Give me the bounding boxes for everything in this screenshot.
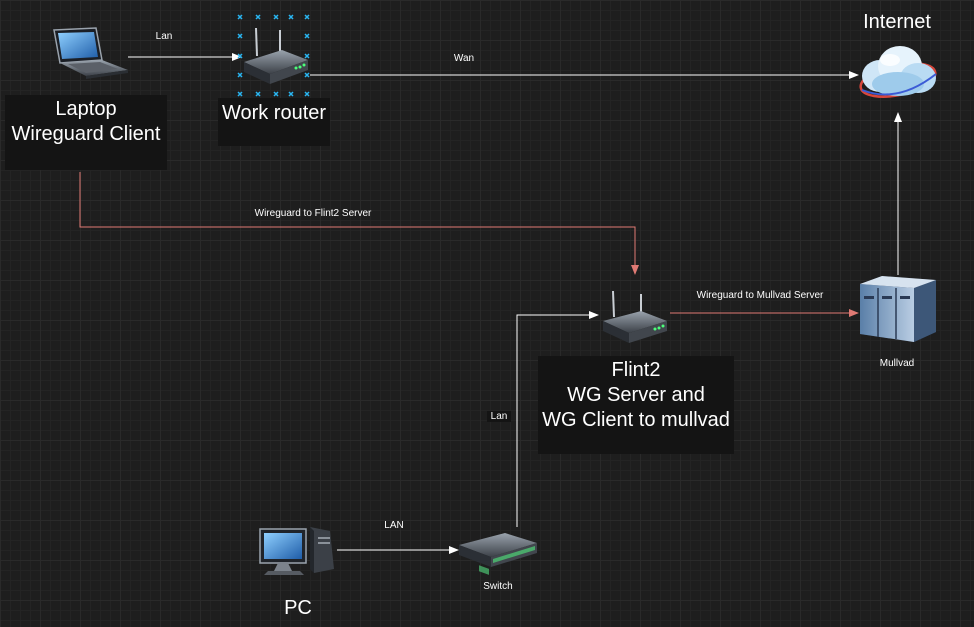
internet-cloud-icon[interactable] — [858, 46, 939, 103]
edge-label-laptop-router: Lan — [155, 31, 173, 42]
connectors — [79, 53, 902, 554]
laptop-icon[interactable] — [53, 27, 128, 79]
node-label-work-router: Work router — [218, 98, 330, 146]
flint2-router-icon[interactable] — [603, 290, 667, 343]
edge-label-pc-switch: LAN — [384, 520, 404, 531]
node-label-pc: PC — [284, 597, 312, 619]
selection-handles — [237, 14, 310, 97]
mullvad-server-icon[interactable] — [860, 276, 936, 342]
edge-label-switch-flint2: Lan — [487, 411, 511, 422]
edge-label-router-internet: Wan — [453, 53, 475, 64]
node-label-laptop: Laptop Wireguard Client — [5, 95, 167, 170]
pc-icon[interactable] — [259, 527, 334, 575]
node-label-switch: Switch — [483, 581, 513, 592]
node-label-internet: Internet — [863, 11, 931, 33]
router-icon[interactable] — [244, 27, 308, 84]
edge-switch-flint2[interactable] — [516, 311, 599, 527]
edge-label-flint2-mullvad: Wireguard to Mullvad Server — [696, 290, 824, 301]
switch-icon[interactable] — [459, 533, 537, 575]
node-label-mullvad: Mullvad — [879, 358, 915, 369]
node-label-flint2: Flint2 WG Server and WG Client to mullva… — [538, 356, 734, 454]
edge-label-laptop-flint2: Wireguard to Flint2 Server — [254, 208, 372, 219]
edge-laptop-flint2[interactable] — [79, 172, 639, 275]
